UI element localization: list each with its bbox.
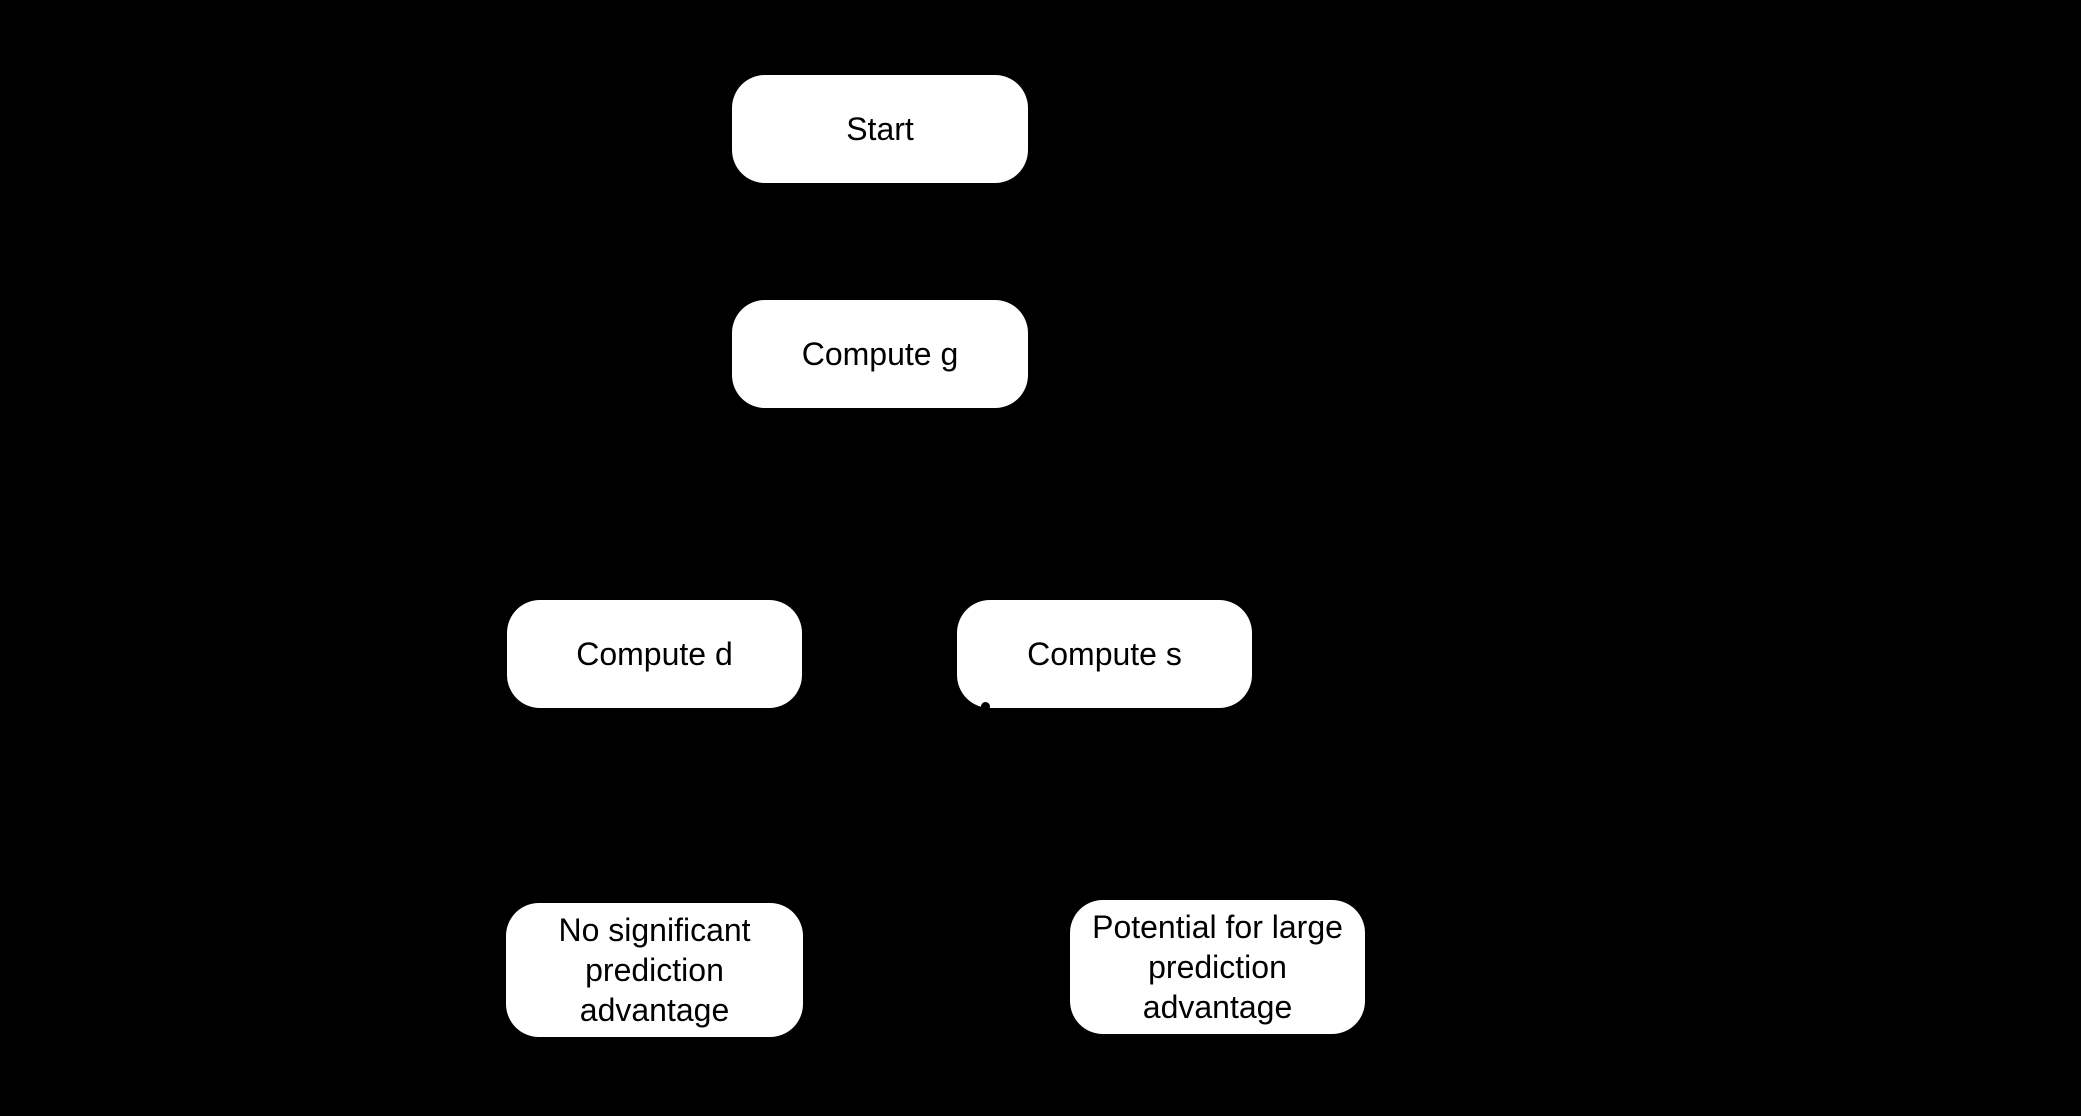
node-label: Compute g	[801, 336, 959, 372]
flowchart-node-compute-g: Compute g	[732, 300, 1028, 408]
stray-arrow-mark	[981, 702, 990, 711]
node-label: Start	[846, 111, 914, 147]
flowchart-node-compute-s: Compute s	[957, 600, 1252, 708]
node-label: Potential for large prediction advantage	[1092, 909, 1343, 1025]
flowchart-node-large-prediction-advantage: Potential for large prediction advantage	[1070, 900, 1365, 1034]
flowchart-node-compute-d: Compute d	[507, 600, 802, 708]
flowchart-node-start: Start	[732, 75, 1028, 183]
node-label: Compute s	[1027, 636, 1182, 672]
node-label: Compute d	[576, 636, 733, 672]
flowchart-node-no-prediction-advantage: No significant prediction advantage	[506, 903, 803, 1037]
node-label: No significant prediction advantage	[558, 912, 751, 1028]
